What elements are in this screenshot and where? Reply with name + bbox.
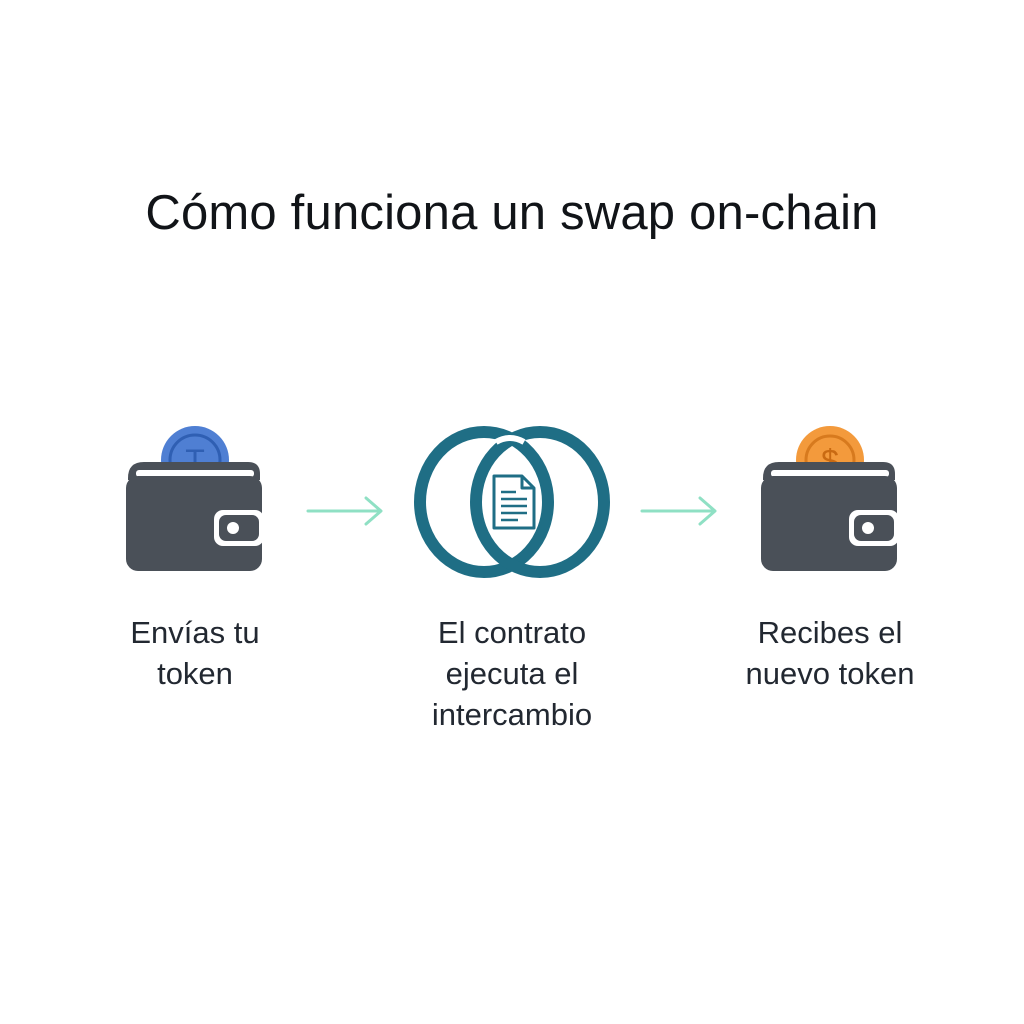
interlocking-rings-contract-icon — [414, 426, 610, 578]
wallet-body — [761, 476, 897, 571]
arrow-right-icon — [306, 496, 383, 526]
wallet-with-blue-token-icon: T — [126, 426, 264, 571]
wallet-body — [126, 476, 262, 571]
right-ring — [470, 426, 610, 578]
wallet-with-orange-coin-icon: $ — [761, 426, 899, 571]
step-3-label: Recibes el nuevo token — [745, 615, 915, 691]
step-2-label: El contrato ejecuta el intercambio — [431, 615, 593, 732]
contract-document-icon — [492, 474, 536, 530]
diagram-title: Cómo funciona un swap on-chain — [145, 186, 879, 240]
left-ring — [414, 426, 554, 578]
step-1-label: Envías tu token — [130, 615, 260, 691]
arrow-right-icon — [640, 496, 717, 526]
